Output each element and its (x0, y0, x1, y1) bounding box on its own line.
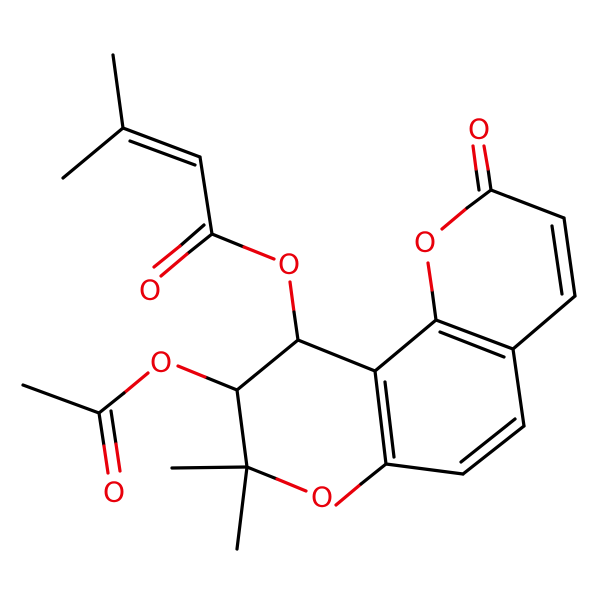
oxygen-atom-angelate-carbonyl: O (139, 274, 161, 307)
bond (235, 465, 249, 551)
bond (152, 244, 182, 269)
bond (109, 409, 118, 446)
bond (185, 232, 214, 256)
bond (511, 294, 577, 351)
bond (511, 347, 526, 428)
bond (203, 375, 239, 392)
bond (235, 388, 249, 469)
bond (235, 338, 300, 392)
bond (61, 126, 125, 180)
bond (489, 188, 566, 220)
bond (384, 462, 465, 476)
bond (275, 477, 308, 493)
bond (296, 338, 377, 373)
bond (562, 216, 577, 298)
bond (159, 252, 189, 278)
bond (550, 224, 564, 296)
bond (102, 444, 110, 475)
bond (373, 369, 388, 466)
bond (21, 383, 101, 415)
bond (288, 280, 296, 314)
bond (122, 371, 150, 395)
bond (373, 318, 438, 373)
bond (111, 53, 125, 130)
oxygen-atom-lactone-ring: O (414, 226, 436, 259)
bond (97, 391, 126, 415)
bonds (21, 53, 577, 551)
bond (128, 139, 197, 167)
bond (383, 380, 396, 459)
bond (430, 288, 438, 322)
bond (170, 465, 249, 470)
atom-labels: O O O O O O O (103, 113, 490, 514)
bond (359, 462, 388, 486)
oxygen-atom-acetate-ester: O (150, 346, 172, 379)
bond (334, 482, 363, 507)
bond (440, 206, 469, 231)
bond (242, 245, 276, 261)
oxygen-atom-pyran-ring: O (311, 481, 333, 514)
oxygen-atom-acetate-carbonyl: O (103, 476, 125, 509)
bond (114, 442, 122, 473)
bond (210, 232, 246, 249)
bond (461, 424, 526, 476)
bond (292, 310, 300, 342)
bond (178, 223, 206, 248)
bond (474, 167, 481, 192)
bond (471, 144, 478, 171)
bond (198, 155, 214, 236)
bond (459, 417, 517, 464)
oxygen-atom-lactone-carbonyl: O (468, 113, 490, 146)
bond (438, 330, 506, 359)
bond (465, 188, 493, 210)
oxygen-atom-angelate-ester: O (278, 248, 300, 281)
bond (245, 465, 279, 481)
bond (434, 318, 515, 351)
bond (426, 261, 434, 292)
bond (486, 167, 493, 192)
bond (482, 144, 490, 171)
bond (97, 411, 106, 448)
bond (121, 126, 202, 159)
bond (176, 364, 207, 379)
